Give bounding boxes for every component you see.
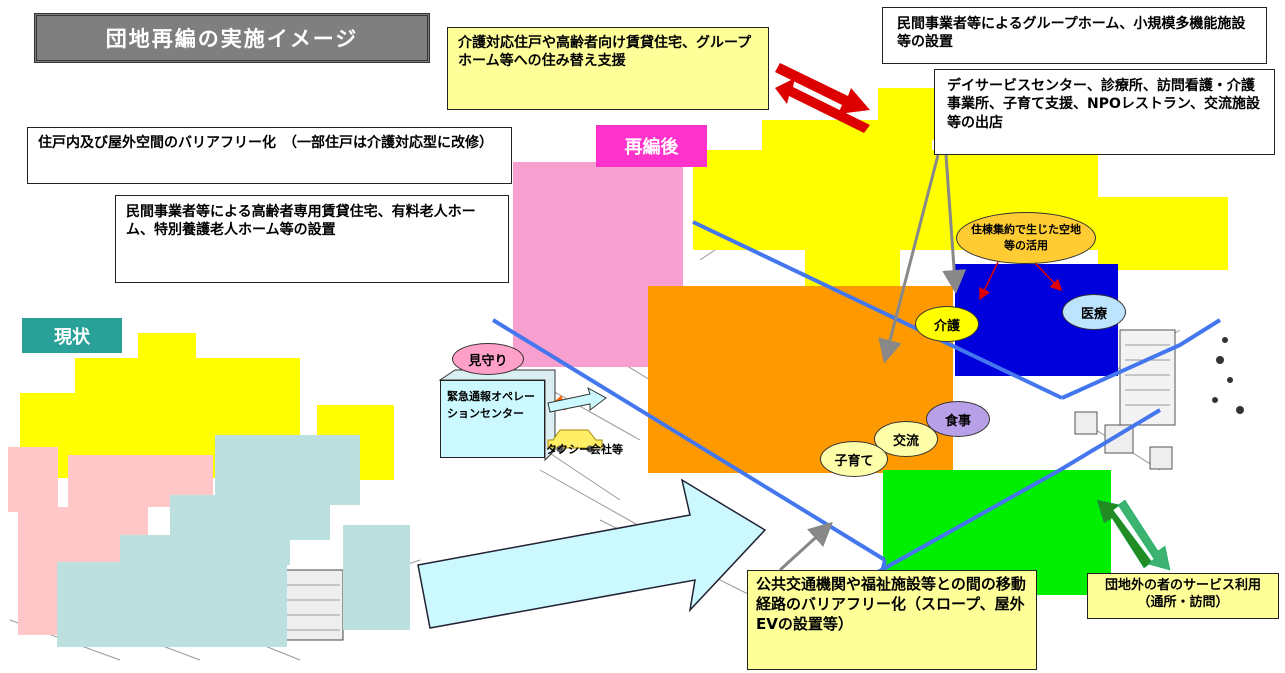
green-arrow-up bbox=[1096, 499, 1153, 569]
callout-transport-text: 公共交通機関や福祉施設等との間の移動経路のバリアフリー化（スロープ、屋外EVの設… bbox=[756, 575, 1026, 633]
current-blue-block-5 bbox=[343, 525, 410, 630]
callout-outside-users: 団地外の者のサービス利用（通所・訪問） bbox=[1087, 573, 1279, 619]
current-label-text: 現状 bbox=[54, 326, 90, 348]
bubble-kaigo-text: 介護 bbox=[933, 318, 960, 334]
callout-barrier-free-text: 住戸内及び屋外空間のバリアフリー化 （一部住戸は介護対応型に改修） bbox=[38, 135, 493, 151]
current-pink-block-1 bbox=[8, 447, 58, 512]
bubble-iryo: 医療 bbox=[1062, 294, 1126, 330]
current-label: 現状 bbox=[22, 318, 122, 353]
vacant-land-text: 住棟集約で生じた空地等の活用 bbox=[971, 222, 1081, 253]
callout-group-home-text: 民間事業者等によるグループホーム、小規模多機能施設等の設置 bbox=[897, 16, 1246, 51]
gray-arrow-1 bbox=[878, 154, 940, 364]
current-blue-block-2 bbox=[170, 495, 330, 540]
callout-day-service: デイサービスセンター、診療所、訪問看護・介護事業所、子育て支援、NPOレストラン… bbox=[934, 69, 1275, 155]
callout-barrier-free: 住戸内及び屋外空間のバリアフリー化 （一部住戸は介護対応型に改修） bbox=[27, 127, 512, 184]
after-yellow-block-5 bbox=[1098, 197, 1228, 270]
callout-group-home: 民間事業者等によるグループホーム、小規模多機能施設等の設置 bbox=[882, 7, 1267, 64]
transition-arrow bbox=[417, 478, 767, 629]
callout-elderly-housing: 民間事業者等による高齢者専用賃貸住宅、有料老人ホーム、特別養護老人ホーム等の設置 bbox=[115, 195, 509, 283]
page-title: 団地再編の実施イメージ bbox=[34, 13, 430, 63]
callout-outside-users-text: 団地外の者のサービス利用（通所・訪問） bbox=[1104, 578, 1261, 611]
bubble-kosodate: 子育て bbox=[820, 441, 888, 477]
callout-elderly-housing-text: 民間事業者等による高齢者専用賃貸住宅、有料老人ホーム、特別養護老人ホーム等の設置 bbox=[126, 204, 476, 239]
taxi-label-text: タクシー会社等 bbox=[546, 443, 623, 456]
bubble-mimamori-text: 見守り bbox=[468, 353, 508, 369]
bubble-iryo-text: 医療 bbox=[1080, 306, 1107, 322]
bubble-shokuji: 食事 bbox=[926, 401, 990, 437]
red-arrow-small-2 bbox=[1033, 261, 1063, 292]
red-arrow-small-1 bbox=[979, 261, 999, 301]
emergency-center-box: 緊急通報オペレーションセンター bbox=[440, 380, 545, 458]
bubble-mimamori: 見守り bbox=[452, 343, 524, 375]
bubble-kaigo: 介護 bbox=[915, 306, 979, 342]
current-blue-block-3 bbox=[120, 535, 290, 565]
callout-day-service-text: デイサービスセンター、診療所、訪問看護・介護事業所、子育て支援、NPOレストラン… bbox=[947, 78, 1261, 131]
current-blue-block-4 bbox=[57, 562, 287, 647]
vacant-land-bubble: 住棟集約で生じた空地等の活用 bbox=[956, 212, 1096, 264]
page-title-text: 団地再編の実施イメージ bbox=[105, 27, 359, 51]
current-blue-block-1 bbox=[215, 435, 360, 505]
taxi-icon bbox=[547, 429, 603, 453]
after-label-text: 再編後 bbox=[624, 137, 679, 158]
after-label: 再編後 bbox=[596, 125, 707, 167]
callout-moving-support-text: 介護対応住戸や高齢者向け賃貸住宅、グループホーム等への住み替え支援 bbox=[458, 35, 752, 70]
callout-moving-support: 介護対応住戸や高齢者向け賃貸住宅、グループホーム等への住み替え支援 bbox=[447, 27, 769, 110]
gray-arrow-3 bbox=[778, 521, 833, 572]
bubble-koryu-text: 交流 bbox=[892, 433, 919, 449]
red-arrow-right bbox=[775, 63, 870, 114]
gray-arrow-2 bbox=[942, 154, 967, 294]
red-arrow-left bbox=[775, 78, 870, 133]
bubble-kosodate-text: 子育て bbox=[834, 453, 874, 469]
bubble-shokuji-text: 食事 bbox=[944, 413, 971, 429]
callout-transport: 公共交通機関や福祉施設等との間の移動経路のバリアフリー化（スロープ、屋外EVの設… bbox=[747, 570, 1037, 670]
taxi-label: タクシー会社等 bbox=[546, 441, 623, 457]
emergency-center-text: 緊急通報オペレーションセンター bbox=[447, 390, 535, 420]
center-outgoing-arrow bbox=[547, 386, 607, 413]
center-box-depth bbox=[438, 369, 556, 462]
green-arrow-down bbox=[1117, 499, 1171, 571]
